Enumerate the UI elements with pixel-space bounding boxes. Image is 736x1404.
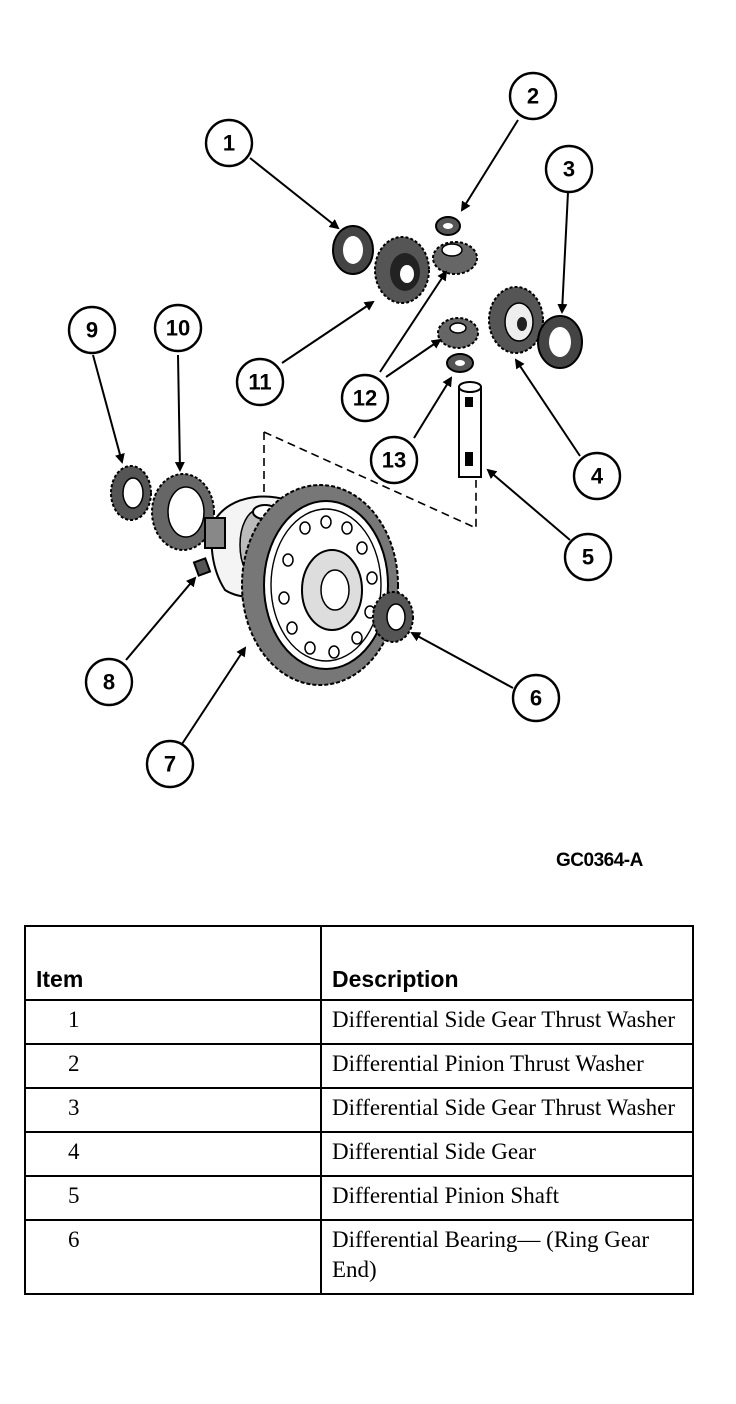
leader-11 bbox=[281, 300, 375, 364]
table-row: 6 Differential Bearing— (Ring Gear End) bbox=[24, 1219, 694, 1295]
assembly-dashed-line bbox=[263, 431, 477, 530]
leader-6 bbox=[410, 632, 514, 689]
item-number: 2 bbox=[24, 1043, 322, 1089]
leader-10 bbox=[174, 354, 185, 472]
item-number: 6 bbox=[24, 1219, 322, 1295]
item-number: 4 bbox=[24, 1131, 322, 1177]
part-pinion-gear-lower bbox=[437, 317, 479, 349]
part-bearing-9 bbox=[110, 465, 152, 521]
item-number: 5 bbox=[24, 1175, 322, 1221]
table-row: 2 Differential Pinion Thrust Washer bbox=[24, 1043, 694, 1089]
callout-3: 3 bbox=[544, 144, 594, 194]
callout-13: 13 bbox=[369, 435, 419, 485]
svg-text:11: 11 bbox=[248, 370, 271, 395]
svg-text:13: 13 bbox=[382, 448, 406, 473]
leader-5 bbox=[486, 468, 571, 541]
svg-text:5: 5 bbox=[582, 545, 594, 570]
part-side-gear-4 bbox=[488, 286, 544, 354]
part-bearing-cup-10 bbox=[151, 473, 215, 551]
table-row: 1 Differential Side Gear Thrust Washer bbox=[24, 999, 694, 1045]
item-description: Differential Side Gear bbox=[320, 1131, 694, 1177]
callout-1: 1 bbox=[204, 118, 254, 168]
part-pinion-thrust-washer-13 bbox=[446, 353, 474, 373]
svg-text:8: 8 bbox=[103, 670, 115, 695]
callout-5: 5 bbox=[563, 532, 613, 582]
part-pin-8 bbox=[192, 557, 212, 577]
part-side-gear-thrust-washer-3 bbox=[537, 315, 583, 369]
callout-10: 10 bbox=[153, 303, 203, 353]
callout-12: 12 bbox=[340, 373, 390, 423]
leader-8 bbox=[125, 576, 197, 661]
svg-text:1: 1 bbox=[223, 131, 235, 156]
table-header-row: Item Description bbox=[24, 925, 694, 1001]
header-item: Item bbox=[24, 925, 322, 1001]
figure-code: GC0364-A bbox=[556, 850, 643, 871]
item-description: Differential Bearing— (Ring Gear End) bbox=[320, 1219, 694, 1295]
part-pinion-thrust-washer-2 bbox=[435, 216, 461, 236]
leader-9 bbox=[92, 354, 125, 464]
header-description: Description bbox=[320, 925, 694, 1001]
callout-11: 11 bbox=[235, 357, 285, 407]
leader-4 bbox=[514, 358, 581, 457]
svg-text:12: 12 bbox=[353, 386, 377, 411]
item-description: Differential Pinion Thrust Washer bbox=[320, 1043, 694, 1089]
leader-12b bbox=[385, 338, 442, 378]
part-bearing-6 bbox=[372, 591, 414, 643]
callout-4: 4 bbox=[572, 451, 622, 501]
svg-text:6: 6 bbox=[530, 686, 542, 711]
svg-text:7: 7 bbox=[164, 752, 176, 777]
table-row: 5 Differential Pinion Shaft bbox=[24, 1175, 694, 1221]
leader-12a bbox=[379, 270, 448, 373]
svg-text:4: 4 bbox=[591, 464, 604, 489]
leader-2 bbox=[460, 119, 519, 212]
callout-2: 2 bbox=[508, 71, 558, 121]
table-row: 4 Differential Side Gear bbox=[24, 1131, 694, 1177]
callout-7: 7 bbox=[145, 739, 195, 789]
item-description: Differential Side Gear Thrust Washer bbox=[320, 999, 694, 1045]
item-number: 3 bbox=[24, 1087, 322, 1133]
part-side-gear-thrust-washer-1 bbox=[332, 225, 374, 275]
table-row: 3 Differential Side Gear Thrust Washer bbox=[24, 1087, 694, 1133]
item-description: Differential Pinion Shaft bbox=[320, 1175, 694, 1221]
leader-13 bbox=[413, 376, 453, 439]
part-pinion-shaft bbox=[458, 381, 482, 478]
svg-text:10: 10 bbox=[166, 316, 190, 341]
part-side-gear-11 bbox=[374, 236, 430, 304]
leader-1 bbox=[249, 157, 340, 230]
parts-legend-table: Item Description 1 Differential Side Gea… bbox=[24, 925, 694, 1295]
leader-3 bbox=[557, 191, 569, 314]
svg-text:3: 3 bbox=[563, 157, 575, 182]
leader-7 bbox=[181, 646, 247, 745]
part-ring-gear-7 bbox=[241, 484, 399, 686]
svg-text:2: 2 bbox=[527, 84, 539, 109]
exploded-diagram: 1 2 3 4 5 6 7 8 9 10 11 12 13 bbox=[67, 71, 622, 789]
callout-6: 6 bbox=[511, 673, 561, 723]
svg-text:9: 9 bbox=[86, 318, 98, 343]
callout-8: 8 bbox=[84, 657, 134, 707]
item-number: 1 bbox=[24, 999, 322, 1045]
part-pinion-gear-upper bbox=[432, 241, 478, 275]
item-description: Differential Side Gear Thrust Washer bbox=[320, 1087, 694, 1133]
callout-9: 9 bbox=[67, 305, 117, 355]
